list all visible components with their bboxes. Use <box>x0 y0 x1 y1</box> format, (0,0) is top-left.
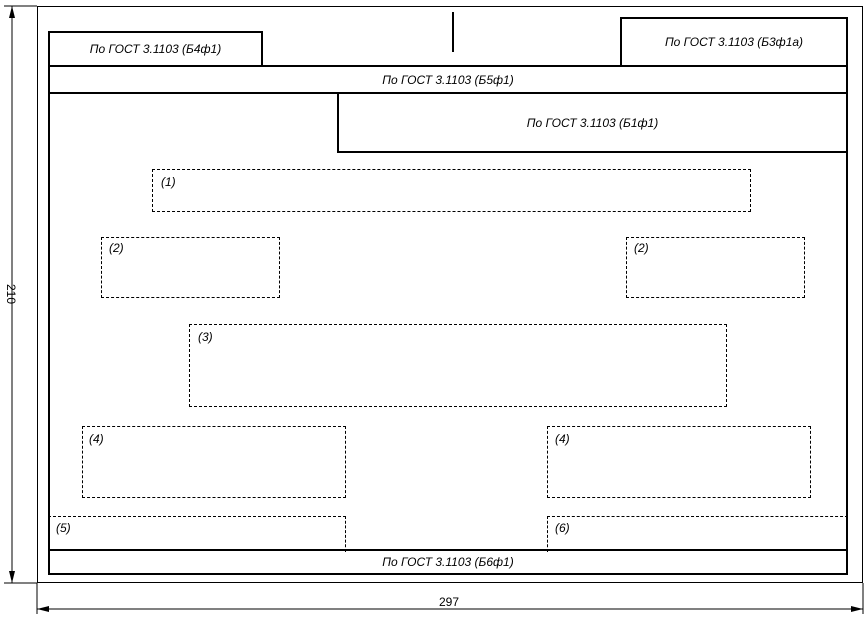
zone-2-left: (2) <box>101 237 280 298</box>
block-b6f1-label: По ГОСТ 3.1103 (Б6ф1) <box>382 555 514 569</box>
zone-2-right: (2) <box>626 237 805 298</box>
block-b1f1-label: По ГОСТ 3.1103 (Б1ф1) <box>526 115 659 130</box>
zone-1-label: (1) <box>161 175 176 189</box>
zone-5-label: (5) <box>56 521 71 535</box>
block-b3f1a-label: По ГОСТ 3.1103 (Б3ф1а) <box>664 35 804 49</box>
zone-4-left-label: (4) <box>89 432 104 446</box>
sheet-border <box>37 6 863 583</box>
zone-6-label: (6) <box>555 521 570 535</box>
zone-5: (5) <box>48 516 346 552</box>
zone-6: (6) <box>547 516 848 552</box>
zone-4-left: (4) <box>82 426 346 498</box>
dimension-width-label: 297 <box>439 595 460 609</box>
zone-4-right: (4) <box>547 426 811 498</box>
center-mark <box>452 12 454 52</box>
block-b1f1: По ГОСТ 3.1103 (Б1ф1) <box>337 92 848 153</box>
zone-4-right-label: (4) <box>555 432 570 446</box>
block-b6f1: По ГОСТ 3.1103 (Б6ф1) <box>48 549 848 575</box>
zone-3: (3) <box>189 324 727 407</box>
zone-2-left-label: (2) <box>109 241 124 255</box>
dimension-height-label: 210 <box>4 284 18 305</box>
block-b5f1-label: По ГОСТ 3.1103 (Б5ф1) <box>382 72 514 87</box>
zone-1: (1) <box>152 169 751 212</box>
zone-3-label: (3) <box>198 330 213 344</box>
block-b4f1-label: По ГОСТ 3.1103 (Б4ф1) <box>89 42 222 56</box>
zone-2-right-label: (2) <box>634 241 649 255</box>
